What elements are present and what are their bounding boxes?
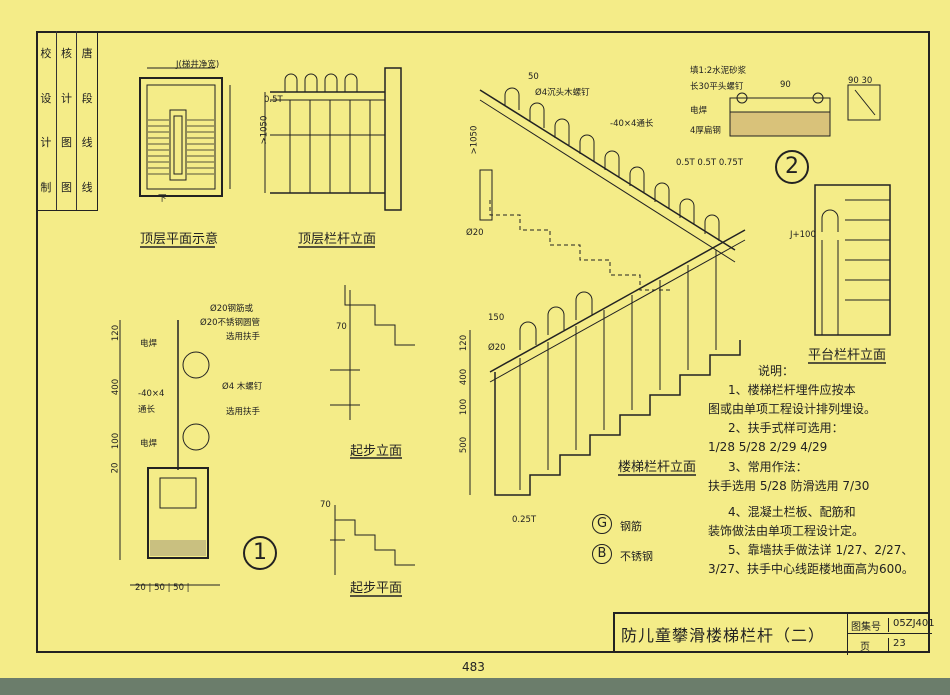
notes-title: 说明： bbox=[758, 364, 795, 378]
note-1a: 1、楼梯栏杆埋件应按本 bbox=[728, 383, 856, 397]
top-floor-plan bbox=[139, 67, 231, 197]
dim-120-a: 120 bbox=[111, 324, 122, 342]
view-title-top-railing-elevation: 顶层栏杆立面 bbox=[298, 232, 377, 247]
annot-bottom-dims: 20 | 50 | 50 | bbox=[135, 583, 190, 593]
note-2-refs: 1/28 5/28 2/29 4/29 bbox=[708, 440, 828, 454]
sig-column-3: 唐段线线 bbox=[81, 46, 93, 195]
annot-1050-a: >1050 bbox=[259, 115, 270, 145]
annot-wood-screw: Ø4沉头木螺钉 bbox=[535, 88, 590, 98]
annot-70-b: 70 bbox=[320, 500, 331, 510]
view-title-platform-railing-elevation: 平台栏杆立面 bbox=[808, 348, 887, 363]
view-title-top-floor-plan: 顶层平面示意 bbox=[140, 232, 219, 247]
annot-90-30: 90 30 bbox=[848, 76, 873, 86]
annot-weld-1: 电焊 bbox=[690, 106, 708, 116]
annot-down: 下 bbox=[158, 194, 167, 204]
legend-symbol-g: G bbox=[592, 514, 612, 534]
page-value: 23 bbox=[888, 638, 906, 652]
stair-railing-elevation bbox=[469, 87, 746, 496]
view-title-underlines bbox=[140, 246, 886, 597]
annot-05t: 0.5T bbox=[264, 95, 283, 105]
annot-025t: 0.25T bbox=[512, 515, 537, 525]
annot-phi20-a: Ø20 bbox=[466, 228, 484, 238]
top-railing-elevation bbox=[264, 67, 402, 211]
start-elevation bbox=[330, 285, 415, 420]
dim-400-a: 400 bbox=[111, 378, 122, 396]
book-page-number: 483 bbox=[462, 660, 485, 674]
view-title-stair-railing-elevation: 楼梯栏杆立面 bbox=[618, 460, 697, 475]
handrail-detail-2 bbox=[729, 84, 881, 137]
dim-120-b: 120 bbox=[459, 334, 470, 352]
section-mark-1: 1 bbox=[243, 536, 277, 570]
annot-90: 90 bbox=[780, 80, 791, 90]
annot-select-rail-2: 选用扶手 bbox=[226, 407, 261, 417]
signature-block: 校设计制 核计图图 唐段线线 bbox=[36, 31, 98, 211]
drawing-title: 防儿童攀滑楼梯栏杆（二） bbox=[621, 626, 826, 645]
scanner-edge bbox=[0, 678, 950, 695]
annot-phi20-b: Ø20 bbox=[488, 343, 506, 353]
dim-20-a: 20 bbox=[110, 462, 121, 474]
sig-column-1: 校设计制 bbox=[36, 31, 57, 210]
note-1b: 图或由单项工程设计排列埋设。 bbox=[708, 402, 877, 416]
note-5a: 5、靠墙扶手做法详 1/27、2/27、 bbox=[728, 543, 914, 557]
annot-wood-screw-4: Ø4 木螺钉 bbox=[222, 382, 263, 392]
platform-railing-elevation bbox=[814, 184, 891, 336]
note-4a: 4、混凝土栏板、配筋和 bbox=[728, 505, 856, 519]
start-plan bbox=[330, 505, 415, 575]
page-row: 页 23 bbox=[847, 634, 932, 655]
dim-100-a: 100 bbox=[111, 432, 122, 450]
annot-stainless-pipe: Ø20不锈钢圆管 bbox=[200, 318, 261, 328]
annot-cement-mortar: 填1:2水泥砂浆 bbox=[690, 66, 747, 76]
section-mark-2: 2 bbox=[775, 150, 809, 184]
note-3: 3、常用作法： bbox=[728, 460, 808, 474]
annot-flat-nail: 长30平头螺钉 bbox=[690, 82, 744, 92]
sig-column-2: 核计图图 bbox=[57, 31, 78, 210]
title-block: 防儿童攀滑楼梯栏杆（二） 图集号 05ZJ401 页 23 bbox=[613, 612, 935, 655]
annot-spacing: 0.5T 0.5T 0.75T bbox=[676, 158, 743, 168]
legend-stainless: 不锈钢 bbox=[620, 550, 653, 563]
note-2: 2、扶手式样可选用： bbox=[728, 421, 844, 435]
annot-weld-2: 电焊 bbox=[140, 339, 158, 349]
annot-j100: J+100 bbox=[790, 230, 816, 240]
dim-400-b: 400 bbox=[459, 368, 470, 386]
drawing-frame bbox=[36, 31, 930, 653]
legend-symbol-b: B bbox=[592, 544, 612, 564]
annot-70-a: 70 bbox=[336, 322, 347, 332]
dim-500: 500 bbox=[459, 436, 470, 454]
view-title-start-plan: 起步平面 bbox=[350, 581, 403, 596]
note-3-detail: 扶手选用 5/28 防滑选用 7/30 bbox=[708, 479, 870, 493]
handrail-section-1 bbox=[119, 320, 220, 586]
annot-stairwell-width: J(梯井净宽) bbox=[176, 60, 220, 70]
annot-steel-or: Ø20钢筋或 bbox=[210, 304, 254, 314]
dim-50: 50 bbox=[528, 72, 539, 82]
page-label: 页 bbox=[860, 642, 870, 653]
legend-steel-bar: 钢筋 bbox=[620, 520, 642, 533]
annot-select-rail-1: 选用扶手 bbox=[226, 332, 261, 342]
note-5b: 3/27、扶手中心线距楼地面高为600。 bbox=[708, 562, 914, 576]
view-title-start-elevation: 起步立面 bbox=[350, 444, 403, 459]
atlas-number-row: 图集号 05ZJ401 bbox=[847, 614, 935, 634]
annot-1050-b: >1050 bbox=[469, 125, 480, 155]
annot-flat-bar: -40×4 bbox=[138, 389, 165, 399]
dim-100-b: 100 bbox=[459, 398, 470, 416]
atlas-label: 图集号 bbox=[851, 622, 881, 633]
annot-150: 150 bbox=[488, 313, 505, 323]
atlas-value: 05ZJ401 bbox=[888, 618, 935, 632]
note-4b: 装饰做法由单项工程设计定。 bbox=[708, 524, 865, 538]
annot-flat-steel: 4厚扁钢 bbox=[690, 126, 721, 136]
annot-weld-3: 电焊 bbox=[140, 439, 158, 449]
annot-full-length: 通长 bbox=[138, 405, 156, 415]
notes-block: 说明： 1、楼梯栏杆埋件应按本 图或由单项工程设计排列埋设。 2、扶手式样可选用… bbox=[708, 362, 914, 579]
annot-flat-bar-long: -40×4通长 bbox=[610, 119, 654, 129]
